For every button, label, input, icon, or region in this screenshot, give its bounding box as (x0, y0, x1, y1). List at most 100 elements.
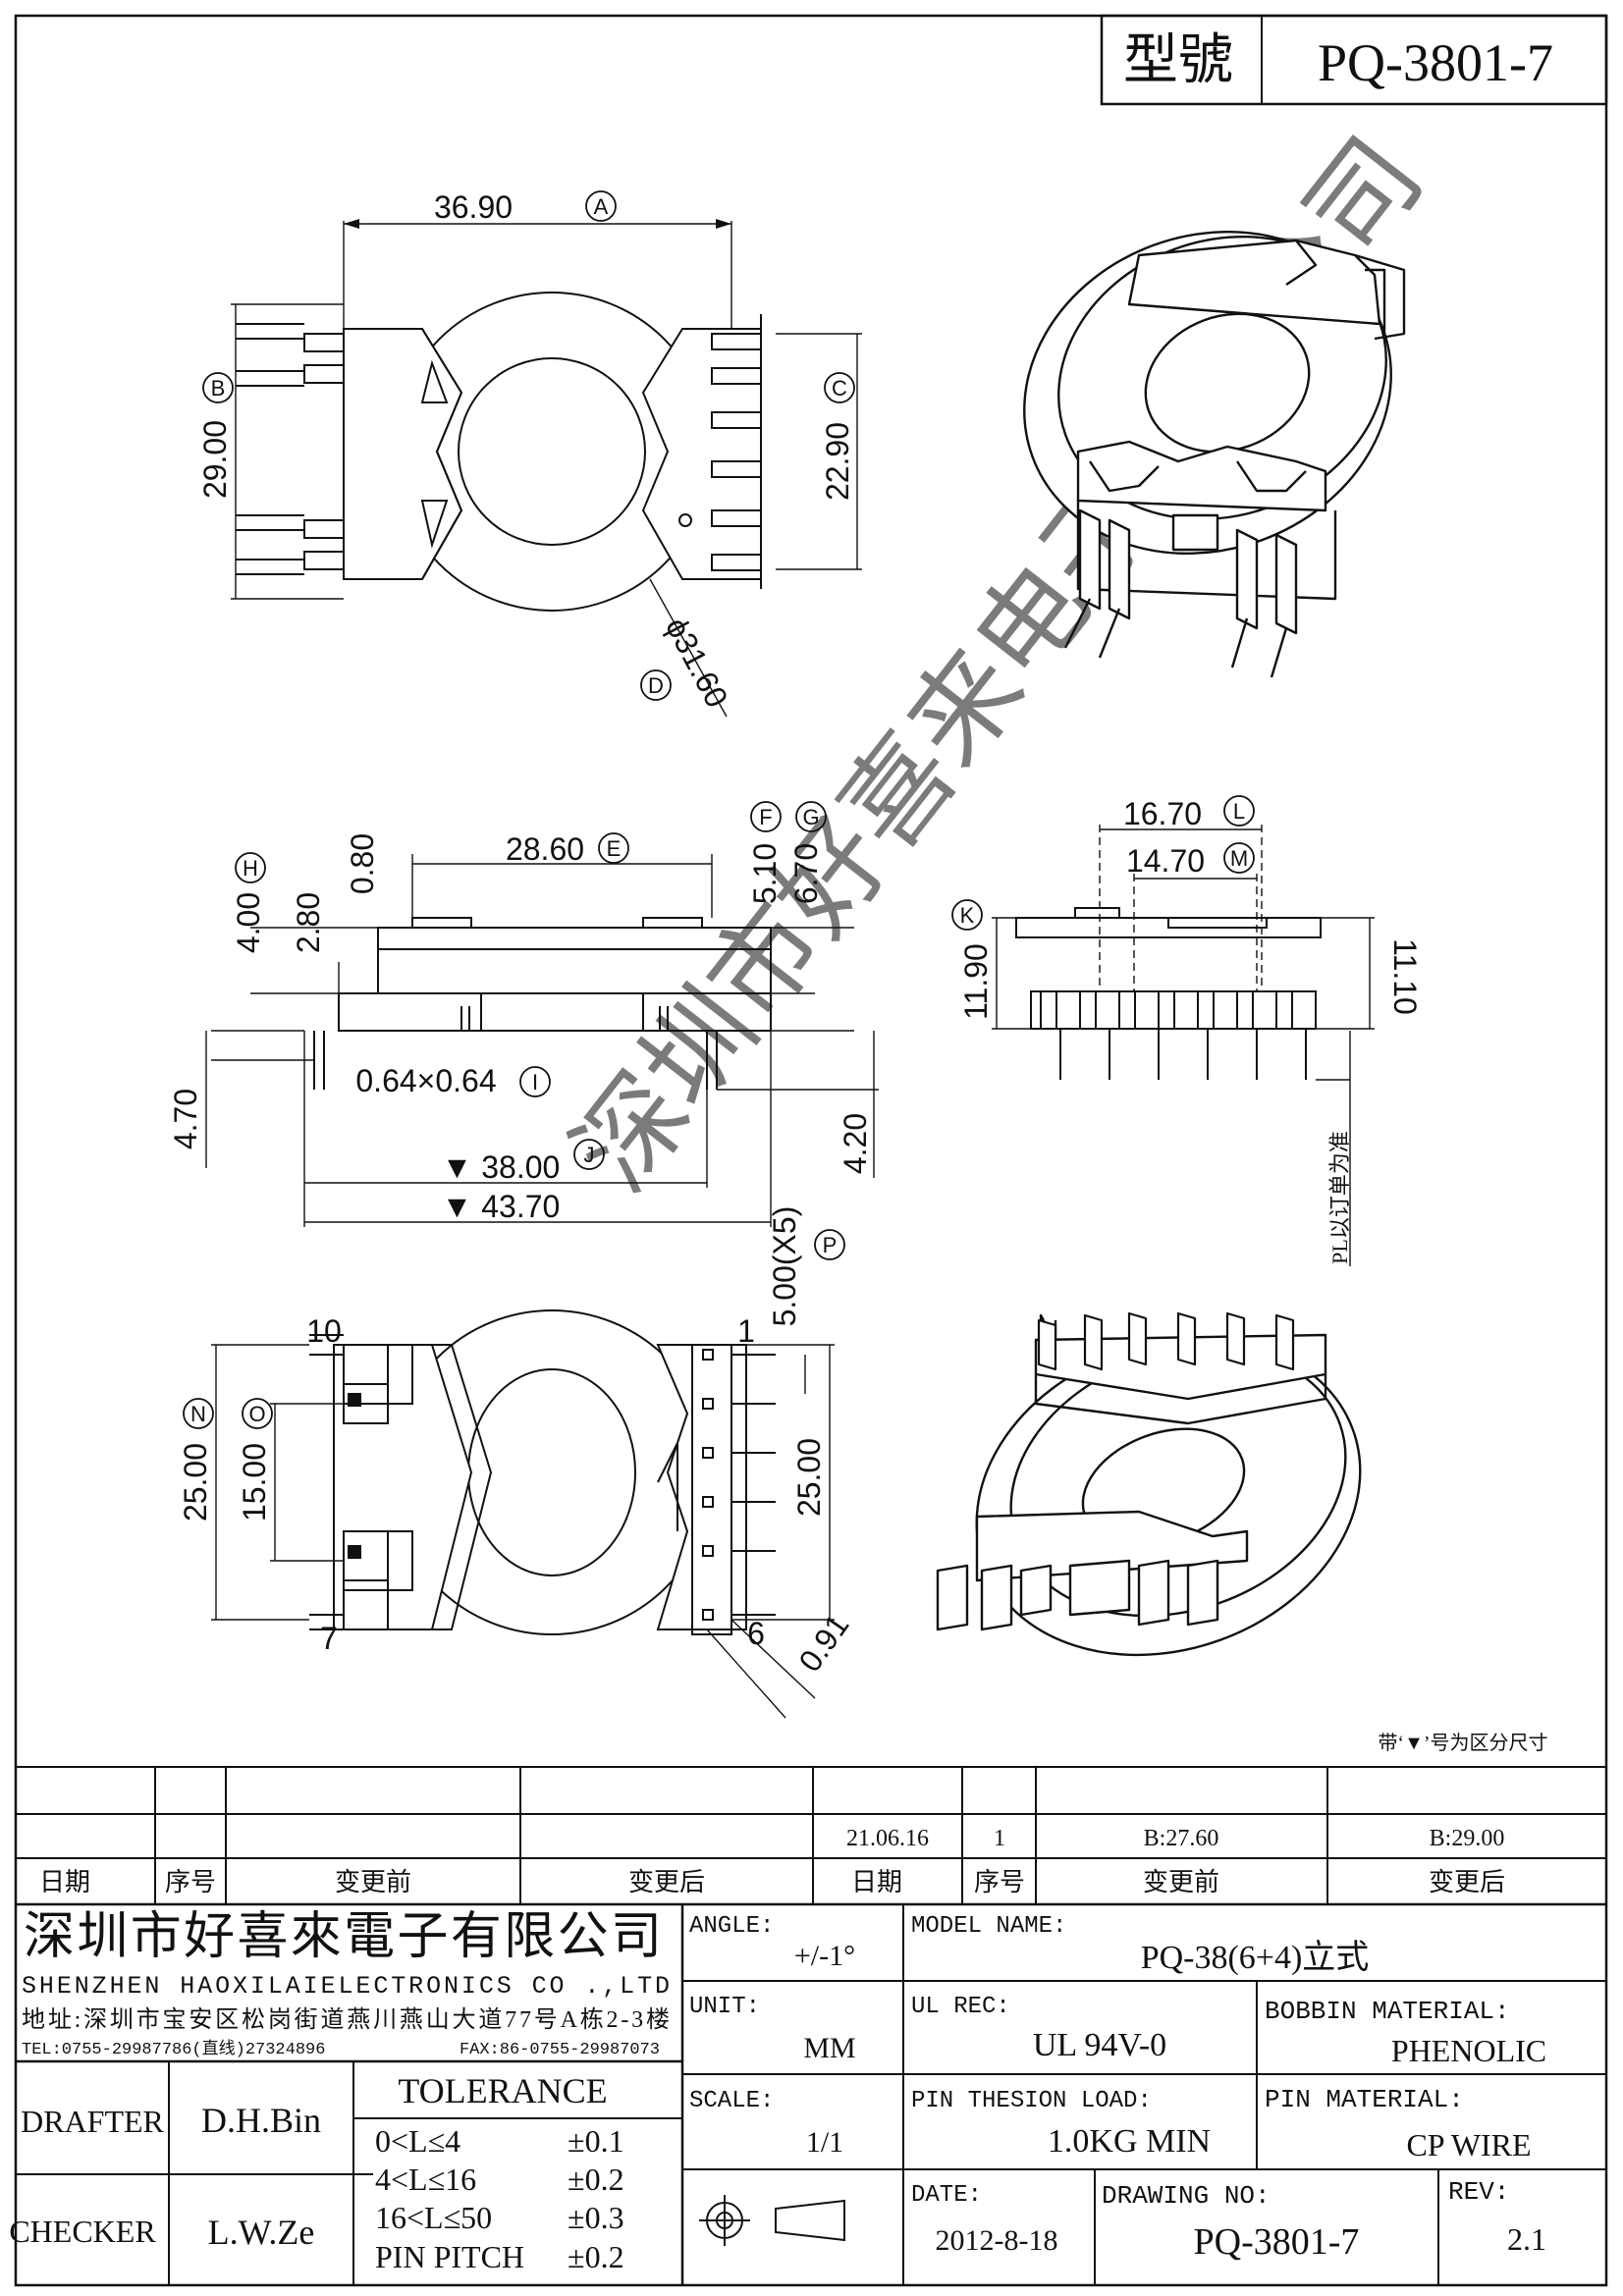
end-view-dims: 16.70 L 14.70 M 11.90 K 11.10 PL以订单为准 (952, 796, 1423, 1264)
rev-value: 2.1 (1507, 2221, 1546, 2257)
tol-value-1: ±0.2 (568, 2162, 624, 2197)
hdr-seq-2: 序号 (974, 1868, 1025, 1896)
drawing-no-label: DRAWING NO: (1102, 2181, 1271, 2211)
label-o: O (248, 1402, 265, 1426)
tol-range-1: 4<L≤16 (375, 2162, 476, 2197)
scale-label: SCALE: (689, 2088, 774, 2114)
spec-fields: ANGLE: +/-1° UNIT: MM SCALE: 1/1 MODEL N… (689, 1913, 1546, 2263)
isometric-view-2 (932, 1287, 1405, 1707)
ul-label: UL REC: (911, 1994, 1010, 2020)
hdr-before-2: 变更前 (1143, 1868, 1219, 1896)
model-name-value: PQ-38(6+4)立式 (1141, 1939, 1370, 1976)
end-view (992, 825, 1375, 1266)
pin-material-label: PIN MATERIAL: (1265, 2085, 1464, 2114)
dim-j: ▼ 38.00 (442, 1149, 561, 1185)
company-tel: TEL:0755-29987786(直线)27324896 (22, 2039, 325, 2059)
dim-091: 0.91 (791, 1608, 855, 1679)
checker-value: L.W.Ze (208, 2213, 315, 2252)
title-block (16, 1904, 1606, 2285)
dim-n: 25.00 (178, 1443, 213, 1522)
rev-label: REV: (1448, 2177, 1509, 2207)
label-g: G (802, 805, 819, 829)
rev-after: B:29.00 (1430, 1826, 1505, 1851)
label-h: H (243, 856, 258, 881)
angle-value: +/-1° (794, 1940, 855, 1972)
people-block: DRAFTER D.H.Bin CHECKER L.W.Ze (9, 2101, 321, 2252)
pin-1-label: 1 (737, 1313, 755, 1349)
tol-range-2: 16<L≤50 (375, 2200, 492, 2235)
hdr-after-2: 变更后 (1429, 1868, 1505, 1896)
dim-e: 28.60 (506, 831, 584, 867)
pin-6-label: 6 (747, 1616, 765, 1651)
model-name-label: MODEL NAME: (911, 1913, 1066, 1940)
company-fax: FAX:86-0755-29987073 (460, 2041, 660, 2059)
dim-080: 0.80 (345, 833, 380, 894)
top-view (231, 219, 862, 717)
drawing-no-value: PQ-3801-7 (1194, 2221, 1360, 2263)
checker-label: CHECKER (9, 2214, 156, 2249)
label-f: F (759, 805, 772, 829)
drafter-label: DRAFTER (21, 2104, 164, 2139)
dim-l: 16.70 (1123, 796, 1202, 831)
label-i: I (532, 1070, 538, 1095)
pin-load-value: 1.0KG MIN (1048, 2123, 1211, 2160)
pin-7-label: 7 (320, 1621, 338, 1656)
label-k: K (960, 903, 975, 928)
dim-c: 22.90 (820, 422, 855, 501)
ul-value: UL 94V-0 (1033, 2027, 1166, 2063)
side-view (206, 854, 879, 1227)
dim-420: 4.20 (838, 1113, 873, 1174)
marker-note: 带‘▼’号为区分尺寸 (1378, 1732, 1547, 1754)
label-a: A (594, 194, 609, 219)
revision-values: 21.06.16 1 B:27.60 B:29.00 日期 序号 变更前 变更后… (39, 1826, 1505, 1896)
bottom-view (211, 1310, 835, 1718)
tol-value-0: ±0.1 (568, 2123, 624, 2159)
scale-value: 1/1 (806, 2126, 843, 2159)
rev-date: 21.06.16 (846, 1826, 929, 1851)
dim-d: ϕ31.60 (659, 612, 735, 713)
label-c: C (832, 376, 847, 400)
dim-o: 15.00 (237, 1443, 272, 1522)
drafter-value: D.H.Bin (201, 2101, 321, 2140)
dim-i: 0.64×0.64 (355, 1063, 496, 1098)
isometric-view-1 (979, 182, 1437, 677)
unit-value: MM (803, 2032, 855, 2064)
company-name-en: SHENZHEN HAOXILAIELECTRONICS CO .,LTD (22, 1972, 670, 2001)
company-name-cn: 深圳市好喜來電子有限公司 (24, 1909, 662, 1965)
bobbin-value: PHENOLIC (1391, 2033, 1546, 2068)
tol-range-3: PIN PITCH (375, 2239, 524, 2274)
dim-p: 5.00(X5) (767, 1206, 802, 1327)
revision-table (16, 1767, 1606, 1904)
dim-a: 36.90 (434, 189, 513, 225)
side-view-dims: 28.60 E 5.10 F 6.70 G 4.00 H 2.80 0.80 0… (168, 802, 873, 1326)
model-value: PQ-3801-7 (1318, 33, 1553, 92)
company-address: 地址:深圳市宝安区松岗街道燕川燕山大道77号A栋2-3楼 (22, 2006, 670, 2033)
pin-material-value: CP WIRE (1406, 2127, 1531, 2163)
label-p: P (823, 1233, 838, 1257)
date-value: 2012-8-18 (936, 2224, 1058, 2257)
dim-b: 29.00 (197, 420, 233, 499)
model-number-box: 型號 PQ-3801-7 (1102, 16, 1606, 104)
hdr-before-1: 变更前 (335, 1868, 411, 1896)
label-m: M (1230, 846, 1248, 871)
hdr-after-1: 变更后 (628, 1868, 705, 1896)
label-b: B (211, 376, 226, 400)
angle-label: ANGLE: (689, 1913, 774, 1940)
tolerance-title: TOLERANCE (398, 2071, 607, 2110)
tol-value-2: ±0.3 (568, 2200, 624, 2235)
dim-4370: ▼ 43.70 (442, 1189, 561, 1224)
dim-m: 14.70 (1126, 843, 1205, 879)
hdr-date-1: 日期 (39, 1868, 90, 1896)
dim-2500-right: 25.00 (791, 1438, 827, 1517)
bobbin-label: BOBBIN MATERIAL: (1265, 1997, 1510, 2026)
bottom-view-dims: 10 1 7 6 25.00 N 15.00 O 25.00 0.91 (178, 1313, 856, 1679)
dim-h: 4.00 (231, 892, 266, 953)
dim-280: 2.80 (291, 892, 326, 953)
pin-10-label: 10 (306, 1313, 342, 1349)
model-label: 型號 (1123, 30, 1233, 91)
hdr-seq-1: 序号 (165, 1868, 216, 1896)
label-n: N (190, 1402, 206, 1426)
dim-1110: 11.10 (1387, 938, 1423, 1015)
unit-label: UNIT: (689, 1994, 760, 2020)
rev-seq: 1 (994, 1826, 1005, 1851)
